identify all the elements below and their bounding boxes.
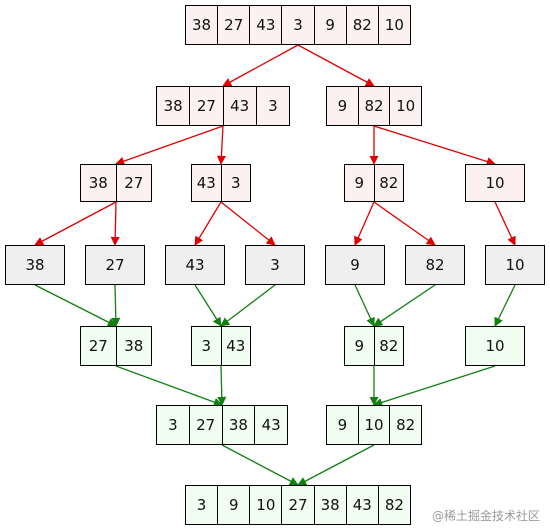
- merge-arrow: [220, 284, 276, 327]
- split-arrow: [354, 201, 375, 246]
- node-cell: 43: [249, 6, 281, 44]
- merge-node-m1a: 27 38: [80, 326, 152, 366]
- node-cell: 82: [389, 406, 421, 444]
- split-arrow: [494, 201, 516, 246]
- node-cell: 9: [337, 97, 348, 115]
- node-cell: 27: [88, 337, 108, 355]
- split-arrow: [373, 201, 436, 246]
- merge-node-m1c: 9 82: [344, 326, 404, 366]
- node-cell: 9: [313, 6, 346, 44]
- node-cell: 82: [377, 486, 410, 524]
- merge-arrow: [373, 284, 436, 327]
- node-cell: 38: [313, 486, 346, 524]
- node-cell: 10: [249, 486, 281, 524]
- node-cell: 3: [201, 337, 212, 355]
- node-cell: 27: [281, 486, 313, 524]
- merge-arrow: [115, 365, 223, 407]
- node-cell: 27: [105, 256, 125, 274]
- watermark-text: @稀土掘金技术社区: [431, 509, 540, 523]
- node-cell: 27: [188, 406, 222, 444]
- merge-arrow: [354, 284, 375, 327]
- node-cell: 27: [115, 165, 152, 201]
- split-arrow: [216, 125, 226, 165]
- node-cell: 43: [345, 486, 378, 524]
- merge-node-m1b: 3 43: [191, 326, 251, 366]
- node-cell: 9: [217, 486, 249, 524]
- node-cell: 10: [485, 337, 505, 355]
- split-arrow: [220, 201, 276, 246]
- node-cell: 10: [505, 256, 525, 274]
- node-cell: 82: [357, 87, 390, 125]
- node-cell: 38: [115, 327, 152, 365]
- node-cell: 3: [255, 87, 289, 125]
- split-arrow: [297, 44, 375, 87]
- merge-arrow: [194, 284, 222, 327]
- node-cell: 27: [189, 87, 222, 125]
- leaf-node-l7: 10: [485, 245, 545, 285]
- leaf-node-l4: 3: [245, 245, 305, 285]
- split-arrow: [373, 125, 496, 166]
- split-arrow: [222, 44, 299, 87]
- node-cell: 82: [345, 6, 378, 44]
- node-cell: 82: [373, 165, 404, 201]
- merge-arrow: [373, 365, 496, 407]
- node-cell: 10: [357, 406, 390, 444]
- node-cell: 3: [220, 165, 251, 201]
- split-arrow: [34, 201, 117, 246]
- node-cell: 9: [354, 337, 365, 355]
- node-cell: 82: [373, 327, 404, 365]
- split-arrow: [194, 201, 222, 246]
- merge-arrow: [111, 284, 121, 327]
- node-cell: 10: [485, 174, 505, 192]
- node-cell: 43: [222, 87, 256, 125]
- leaf-node-l1: 38: [5, 245, 65, 285]
- merge-arrow: [494, 284, 516, 327]
- node-cell: 27: [217, 6, 249, 44]
- node-cell: 3: [281, 6, 313, 44]
- leaf-node-l3: 43: [165, 245, 225, 285]
- merge-arrow: [217, 365, 227, 406]
- node-cell: 38: [25, 256, 45, 274]
- merge-arrow: [221, 444, 299, 486]
- leaf-node-l6: 82: [405, 245, 465, 285]
- node-cell: 43: [185, 256, 205, 274]
- node-cell: 43: [220, 327, 251, 365]
- split-node-s2c: 9 82: [344, 164, 404, 202]
- node-cell: 38: [163, 97, 183, 115]
- node-cell: 9: [350, 256, 360, 274]
- node-cell: 82: [425, 256, 445, 274]
- split-arrow: [115, 125, 224, 166]
- node-cell: 3: [196, 496, 207, 514]
- node-cell: 9: [337, 416, 348, 434]
- split-arrow: [110, 201, 120, 246]
- leaf-node-l5: 9: [325, 245, 385, 285]
- node-cell: 3: [270, 256, 280, 274]
- split-node-s2d: 10: [465, 164, 525, 202]
- merge-arrow: [297, 444, 375, 486]
- node-cell: 43: [254, 406, 287, 444]
- node-cell: 38: [221, 406, 255, 444]
- merge-node-m1d: 10: [465, 326, 525, 366]
- node-cell: 38: [88, 174, 108, 192]
- node-cell: 38: [192, 16, 212, 34]
- node-cell: 10: [377, 6, 410, 44]
- merge-arrow: [34, 284, 117, 327]
- split-node-s2a: 38 27: [80, 164, 152, 202]
- node-cell: 43: [196, 174, 216, 192]
- node-cell: 9: [354, 174, 365, 192]
- node-cell: 10: [389, 87, 421, 125]
- leaf-node-l2: 27: [85, 245, 145, 285]
- node-cell: 3: [168, 416, 178, 434]
